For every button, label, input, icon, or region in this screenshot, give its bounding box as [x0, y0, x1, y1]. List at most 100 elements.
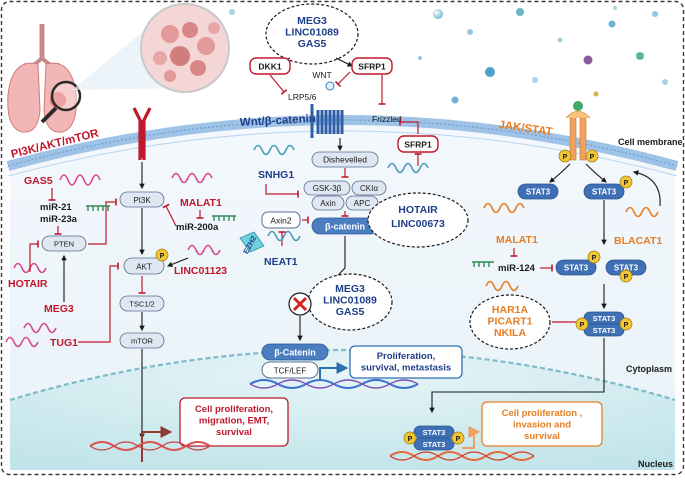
svg-text:Cell proliferation,migration,: Cell proliferation,migration, EMT,surviv… [195, 404, 273, 438]
extracellular-particles [229, 6, 668, 104]
svg-text:STAT3: STAT3 [423, 440, 446, 449]
mirna-strand-mid [212, 215, 236, 221]
svg-text:TSC1/2: TSC1/2 [129, 300, 154, 309]
svg-text:NEAT1: NEAT1 [264, 256, 298, 268]
pi3k-outcome-box: Cell proliferation,migration, EMT,surviv… [179, 397, 289, 447]
sfrp1-node-right: SFRP1 [397, 135, 439, 153]
mir124-label: miR-124 [498, 263, 536, 274]
svg-text:MALAT1: MALAT1 [496, 234, 538, 246]
svg-text:APC: APC [354, 199, 371, 208]
wnt-ligand-label: WNT [312, 70, 331, 80]
svg-text:MALAT1: MALAT1 [180, 197, 222, 209]
pten-node: PTEN [41, 235, 87, 252]
snhg1-lncrna: SNHG1 [253, 144, 295, 181]
svg-text:SFRP1: SFRP1 [358, 62, 386, 72]
svg-text:STAT3: STAT3 [526, 188, 551, 197]
text-line: survival [524, 431, 560, 442]
text-line: MEG3 [335, 283, 365, 295]
svg-text:P: P [456, 436, 461, 443]
svg-text:SFRP1: SFRP1 [404, 140, 432, 150]
nucleus-label: Nucleus [638, 459, 673, 469]
svg-text:P: P [160, 253, 165, 260]
svg-text:PI3K: PI3K [133, 196, 151, 205]
svg-text:STAT3: STAT3 [564, 264, 589, 273]
cell-membrane-label: Cell membrane [618, 137, 683, 147]
tumor-magnification [72, 3, 230, 93]
blacat1-lncrna: BLACAT1 [614, 206, 662, 247]
frizzled-receptor [310, 104, 344, 138]
svg-text:Axin: Axin [320, 199, 336, 208]
wnt-ligand [325, 81, 335, 91]
wnt-hotair-cluster: HOTAIR LINC00673 [367, 162, 469, 248]
svg-text:P: P [590, 154, 595, 161]
stat3-mid-left: STAT3 P [555, 250, 601, 276]
lung-illustration [7, 24, 82, 133]
text-line: PICART1 [488, 316, 533, 328]
svg-text:MEG3: MEG3 [44, 303, 74, 315]
text-line: invasion and [513, 420, 571, 431]
svg-text:Axin2: Axin2 [270, 216, 292, 226]
svg-text:P: P [563, 154, 568, 161]
dna-middle [249, 379, 419, 389]
svg-text:TCF/LEF: TCF/LEF [274, 367, 307, 376]
text-line: LINC00673 [391, 218, 445, 230]
dishevelled-node: Dishevelled [311, 151, 379, 168]
svg-text:STAT3: STAT3 [593, 326, 616, 335]
svg-text:β-Catenin: β-Catenin [274, 348, 316, 358]
mir21-label: miR-21 [40, 202, 72, 213]
text-line: Proliferation, [377, 351, 436, 362]
text-line: LINC01089 [285, 27, 339, 39]
svg-text:HOTAIR: HOTAIR [8, 278, 48, 290]
linc01123-lncrna: LINC01123 [174, 244, 227, 277]
svg-text:PTEN: PTEN [54, 240, 74, 249]
text-line: MEG3 [297, 15, 327, 27]
gas5-lncrna: GAS5 [24, 174, 101, 187]
svg-text:DKK1: DKK1 [258, 62, 281, 72]
svg-text:STAT3: STAT3 [614, 264, 639, 273]
blocked-translocation-icon [288, 292, 312, 316]
text-line: Cell proliferation , [502, 408, 583, 419]
wnt-outcome-box: Proliferation,survival, metastasis [349, 345, 463, 379]
text-line: GAS5 [336, 306, 365, 318]
stat3-mid-right: STAT3 P [605, 259, 647, 283]
svg-text:P: P [580, 322, 585, 329]
rtk-receptor [132, 107, 152, 160]
wnt-pathway-title: Wnt/β-catenin [240, 113, 317, 129]
mir23a-label: miR-23a [40, 214, 78, 225]
text-line: survival, metastasis [361, 363, 451, 374]
nuclear-stat3-dimer: STAT3 STAT3 P P [403, 425, 465, 451]
svg-text:CKIα: CKIα [360, 184, 378, 193]
svg-text:P: P [624, 274, 629, 281]
meg3-lncrna-left: MEG3 [23, 303, 74, 334]
dna-right [389, 451, 535, 461]
neat1-lncrna: NEAT1 [264, 230, 301, 268]
mirna-strand-left [86, 205, 110, 211]
text-line: HOTAIR [398, 204, 438, 216]
text-line: survival [216, 427, 252, 438]
mir200a-label: miR-200a [176, 222, 219, 233]
dna-left [89, 441, 211, 451]
malat1-lncrna-left: MALAT1 [171, 172, 222, 209]
svg-text:STAT3: STAT3 [423, 428, 446, 437]
svg-text:P: P [624, 180, 629, 187]
receptor-phospho-badges: P P [558, 149, 599, 163]
pi3k-node: PI3K [119, 191, 165, 208]
svg-text:AKT: AKT [136, 263, 152, 272]
lrp-label: LRP5/6 [288, 92, 317, 102]
mirna-strand-right [472, 261, 494, 267]
svg-text:P: P [624, 322, 629, 329]
text-line: GAS5 [298, 38, 327, 50]
svg-text:P: P [408, 436, 413, 443]
dkk1-node: DKK1 [249, 57, 291, 75]
cytoplasm-label: Cytoplasm [626, 364, 672, 374]
svg-text:BLACAT1: BLACAT1 [614, 235, 662, 247]
axin2-node: Axin2 [261, 211, 301, 229]
